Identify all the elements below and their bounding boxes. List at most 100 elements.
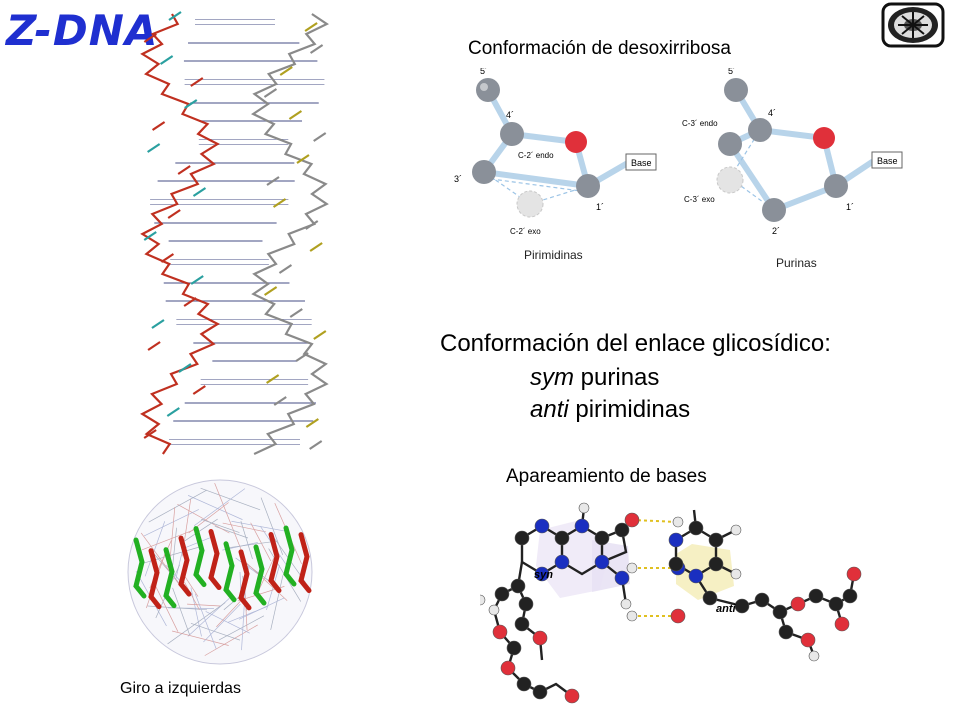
oxygen-atom bbox=[532, 630, 548, 646]
mesh-line bbox=[205, 611, 250, 634]
helix-substituent bbox=[147, 143, 161, 153]
glyco-anti-italic: anti bbox=[530, 396, 569, 423]
glyco-line-anti: anti pirimidinas bbox=[530, 396, 690, 424]
helix-substituent bbox=[192, 385, 206, 395]
helix-substituent bbox=[183, 297, 197, 307]
helix-axial-view-image bbox=[127, 479, 313, 665]
glyco-heading: Conformación del enlace glicosídico: bbox=[440, 330, 831, 357]
helix-backbone-strand bbox=[140, 13, 220, 455]
glyco-sym-rest: purinas bbox=[574, 364, 660, 391]
mesh-line bbox=[269, 531, 306, 583]
mesh-line bbox=[167, 602, 226, 645]
helix-base-pair bbox=[176, 319, 312, 325]
helix-caption: Giro a izquierdas bbox=[120, 680, 241, 697]
mesh-line bbox=[222, 522, 267, 533]
hydrogen-atom bbox=[672, 516, 684, 528]
oxygen-atom bbox=[846, 566, 862, 582]
nitrogen-atom bbox=[534, 518, 550, 534]
mesh-line bbox=[190, 623, 241, 641]
syn-label: syn bbox=[534, 569, 553, 581]
mesh-line bbox=[203, 603, 241, 643]
strand-stick bbox=[133, 537, 147, 599]
helix-substituent bbox=[263, 286, 278, 296]
mesh-line bbox=[171, 630, 229, 646]
helix-base-pair bbox=[157, 179, 295, 185]
oxygen-atom bbox=[500, 660, 516, 676]
oxygen-atom bbox=[800, 632, 816, 648]
helix-substituent bbox=[266, 176, 280, 186]
oxygen-atom bbox=[834, 616, 850, 632]
strand-stick bbox=[178, 535, 192, 597]
carbon-atom bbox=[708, 556, 724, 572]
helix-substituent bbox=[279, 66, 293, 76]
carbon-atom bbox=[614, 522, 630, 538]
c4-label: 4´ bbox=[506, 110, 514, 120]
helix-substituent bbox=[309, 44, 324, 54]
exo-label-right: C-3´ exo bbox=[684, 195, 715, 204]
carbon-atom bbox=[594, 530, 610, 546]
helix-base-pair bbox=[193, 339, 309, 345]
helix-substituent bbox=[313, 330, 327, 340]
hydrogen-atom bbox=[626, 610, 638, 622]
helix-base-pair bbox=[154, 219, 277, 225]
nitrogen-atom bbox=[594, 554, 610, 570]
c5-label: 5´ bbox=[480, 68, 488, 76]
carbon-atom bbox=[808, 588, 824, 604]
carbon-atom bbox=[554, 530, 570, 546]
mesh-line bbox=[148, 489, 208, 523]
helix-substituent bbox=[305, 220, 319, 230]
oxygen-atom bbox=[670, 608, 686, 624]
mesh-line bbox=[216, 597, 244, 628]
helix-substituent bbox=[192, 187, 207, 197]
carbon-atom bbox=[668, 556, 684, 572]
helix-substituent bbox=[160, 55, 174, 65]
endo-label: C-2´ endo bbox=[518, 151, 554, 160]
helix-substituent bbox=[305, 418, 319, 428]
glyco-line-sym: sym purinas bbox=[530, 364, 659, 392]
helix-substituent bbox=[289, 308, 303, 318]
strand-stick bbox=[238, 549, 252, 611]
exo-label: C-2´ exo bbox=[510, 227, 541, 236]
mesh-line bbox=[172, 587, 191, 636]
helix-base-pair bbox=[168, 239, 263, 245]
mesh-line bbox=[169, 507, 176, 564]
purines-caption: Purinas bbox=[776, 256, 817, 270]
mesh-line bbox=[244, 561, 288, 601]
helix-substituent bbox=[184, 99, 198, 109]
carbon-atom bbox=[532, 684, 548, 700]
strand-stick bbox=[223, 541, 237, 603]
helix-substituent bbox=[295, 352, 309, 362]
helix-base-pair bbox=[173, 419, 314, 425]
helix-substituent bbox=[304, 22, 318, 32]
anti-label: anti bbox=[716, 603, 737, 615]
helix-substituent bbox=[278, 264, 293, 274]
mesh-line bbox=[187, 495, 243, 520]
helix-substituent bbox=[166, 407, 180, 417]
helix-base-pair bbox=[168, 439, 301, 445]
hydrogen-atom bbox=[488, 604, 500, 616]
hydrogen-atom bbox=[730, 568, 742, 580]
mesh-line bbox=[238, 597, 285, 620]
mesh-line bbox=[218, 615, 265, 641]
helix-base-pair bbox=[184, 79, 325, 85]
helix-substituent bbox=[167, 209, 181, 219]
helix-substituent bbox=[151, 121, 166, 131]
helix-substituent bbox=[288, 110, 303, 120]
mesh-line bbox=[190, 587, 202, 637]
mesh-line bbox=[184, 581, 200, 610]
helix-substituent bbox=[143, 33, 157, 43]
helix-base-pair bbox=[190, 99, 319, 105]
strand-stick bbox=[298, 532, 312, 594]
carbon-atom bbox=[514, 530, 530, 546]
mesh-line bbox=[270, 575, 284, 631]
base-pairing-diagram: syn anti bbox=[480, 502, 862, 704]
strand-stick bbox=[253, 544, 267, 606]
helix-substituent bbox=[151, 319, 165, 329]
pairing-heading: Apareamiento de bases bbox=[506, 466, 707, 487]
mesh-line bbox=[182, 573, 199, 597]
nitrogen-atom bbox=[554, 554, 570, 570]
base-label: Base bbox=[631, 158, 652, 168]
helix-substituent bbox=[313, 132, 327, 142]
helix-base-pair bbox=[199, 119, 303, 125]
c2-label-right: 2´ bbox=[772, 226, 780, 236]
